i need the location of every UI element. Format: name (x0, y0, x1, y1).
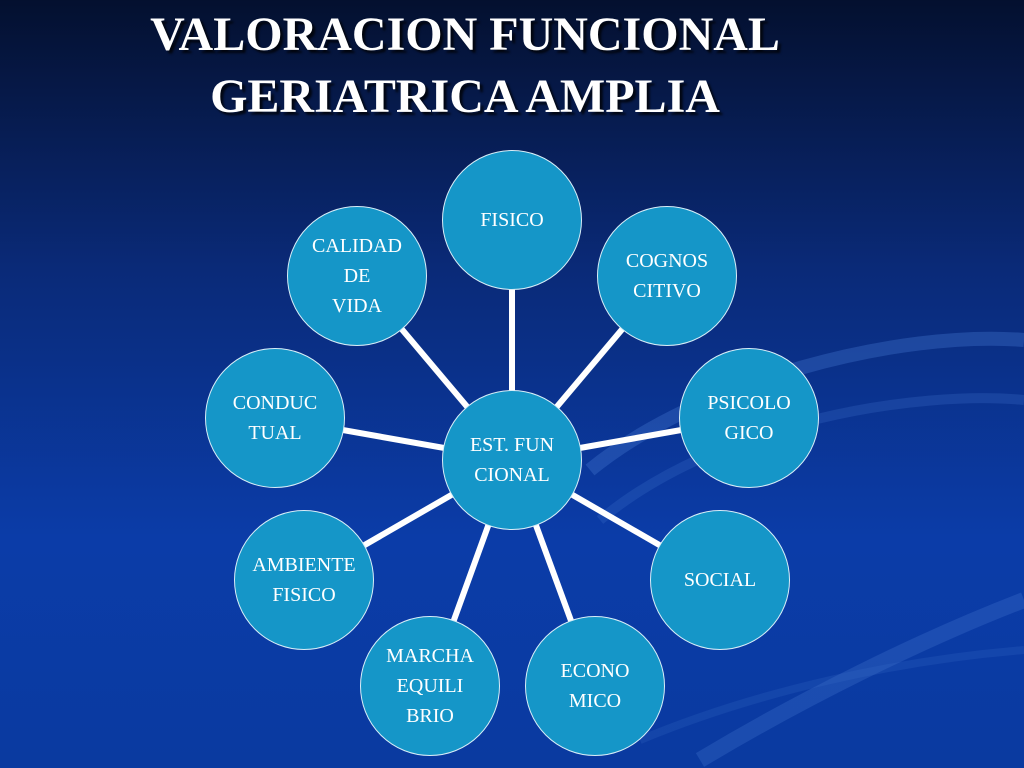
node-marcha-equilibrio: MARCHA EQUILI BRIO (360, 616, 500, 756)
node-social: SOCIAL (650, 510, 790, 650)
node-label-marcha-equilibrio: MARCHA EQUILI BRIO (386, 645, 474, 727)
node-label-ambiente-fisico: AMBIENTE FISICO (252, 554, 356, 606)
node-economico: ECONO MICO (525, 616, 665, 756)
node-ambiente-fisico: AMBIENTE FISICO (234, 510, 374, 650)
node-conductual: CONDUC TUAL (205, 348, 345, 488)
node-fisico: FISICO (442, 150, 582, 290)
slide-title: VALORACION FUNCIONAL GERIATRICA AMPLIA (0, 4, 930, 128)
node-label-psicologico: PSICOLO GICO (707, 392, 791, 444)
center-node-est-funcional: EST. FUN CIONAL (442, 390, 582, 530)
node-label-economico: ECONO MICO (560, 660, 630, 712)
node-psicologico: PSICOLO GICO (679, 348, 819, 488)
node-label-cognoscitivo: COGNOS CITIVO (625, 250, 709, 302)
node-calidad-de-vida: CALIDAD DE VIDA (287, 206, 427, 346)
node-label-conductual: CONDUC TUAL (232, 392, 318, 444)
node-cognoscitivo: COGNOS CITIVO (597, 206, 737, 346)
title-line-1: VALORACION FUNCIONAL (150, 8, 780, 61)
center-node-label: EST. FUN CIONAL (469, 434, 555, 486)
title-line-2: GERIATRICA AMPLIA (210, 70, 720, 123)
node-label-social: SOCIAL (683, 569, 757, 591)
node-label-fisico: FISICO (480, 209, 544, 231)
node-label-calidad-de-vida: CALIDAD DE VIDA (312, 235, 402, 317)
